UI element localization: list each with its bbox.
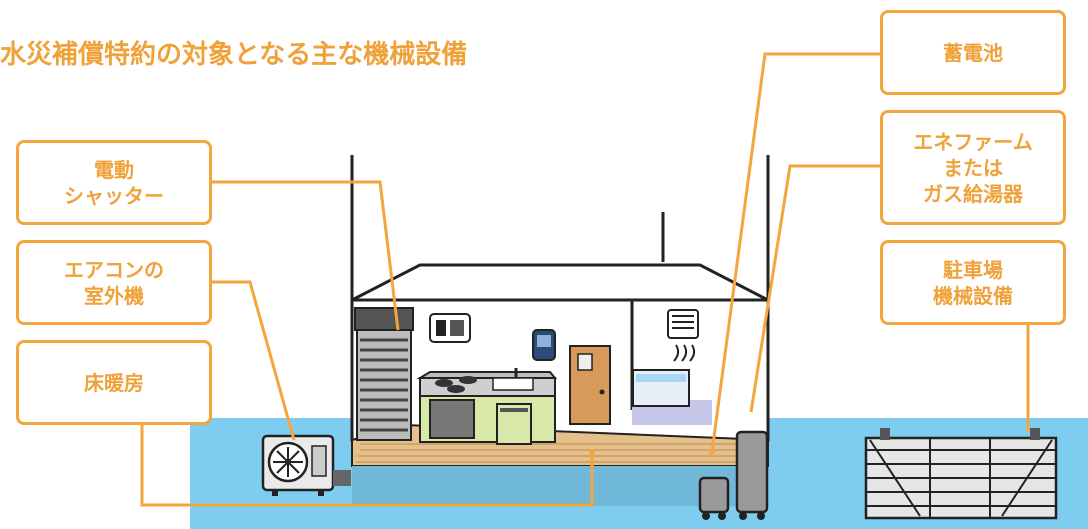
kitchen xyxy=(416,368,558,445)
label-parking-machinery: 駐車場 機械設備 xyxy=(880,240,1066,325)
door xyxy=(569,345,611,425)
enefarm-unit xyxy=(698,476,730,520)
page-title: 水災補償特約の対象となる主な機械設備 xyxy=(0,40,468,70)
label-floor-heating: 床暖房 xyxy=(16,340,212,425)
control-panel xyxy=(429,313,471,343)
label-enefarm-gas-heater: エネファーム または ガス給湯器 xyxy=(880,110,1066,225)
label-battery: 蓄電池 xyxy=(880,10,1066,95)
electric-shutter xyxy=(354,307,414,441)
battery-unit xyxy=(735,430,769,520)
ventilation xyxy=(667,309,699,362)
leader-lines xyxy=(140,52,1030,507)
label-aircon-outdoor-unit: エアコンの 室外機 xyxy=(16,240,212,325)
ceiling xyxy=(351,263,769,302)
bathtub xyxy=(632,369,690,407)
aircon-outdoor-unit xyxy=(261,434,351,496)
parking-machine xyxy=(864,428,1058,520)
label-electric-shutter: 電動 シャッター xyxy=(16,140,212,225)
